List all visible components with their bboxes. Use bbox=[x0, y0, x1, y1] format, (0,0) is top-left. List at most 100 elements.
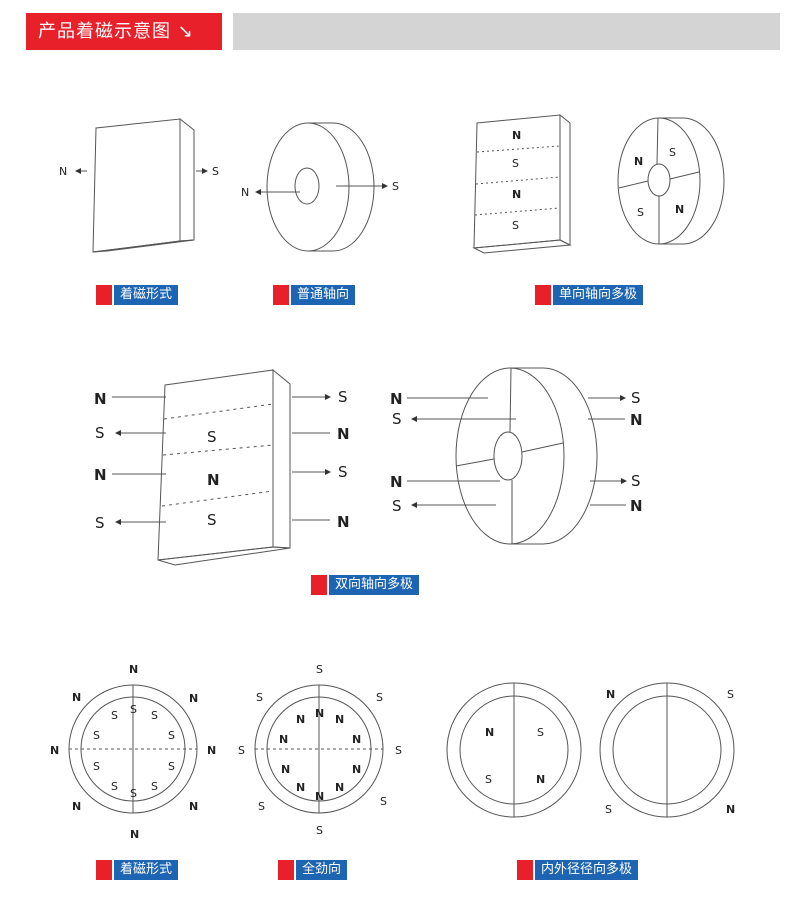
pole-label: N bbox=[485, 726, 494, 739]
block-multipole-figure bbox=[472, 113, 572, 254]
ring-axial-figure bbox=[255, 122, 388, 252]
caption-marker bbox=[96, 860, 112, 880]
pole-label: S bbox=[631, 472, 641, 490]
block-double-multipole-figure bbox=[112, 368, 331, 566]
pole-label: N bbox=[207, 744, 216, 757]
pole-label: N bbox=[352, 733, 361, 746]
pole-label: S bbox=[168, 760, 175, 773]
pole-label: S bbox=[512, 157, 519, 170]
caption-axial: 普通轴向 bbox=[273, 285, 356, 305]
pole-label: S bbox=[168, 729, 175, 742]
pole-label: S bbox=[207, 428, 217, 446]
caption-double-axial-multipole: 双向轴向多极 bbox=[311, 575, 420, 595]
pole-label: N bbox=[189, 692, 198, 705]
pole-label: N bbox=[536, 773, 545, 786]
pole-label: N bbox=[129, 663, 138, 676]
pole-label: S bbox=[338, 388, 348, 406]
pole-label: S bbox=[95, 424, 105, 442]
pole-label: S bbox=[258, 800, 265, 813]
pole-label: S bbox=[637, 206, 644, 219]
ring-double-multipole-figure bbox=[407, 367, 627, 545]
pole-label: S bbox=[338, 463, 348, 481]
pole-label: S bbox=[238, 744, 245, 757]
caption-magnetization-form: 着磁形式 bbox=[96, 285, 179, 305]
pole-label: N bbox=[72, 691, 81, 704]
caption-marker bbox=[273, 285, 289, 305]
pole-label: N bbox=[94, 466, 107, 484]
header-bar bbox=[233, 13, 780, 50]
pole-label: S bbox=[380, 795, 387, 808]
pole-label: S bbox=[151, 709, 158, 722]
pole-label: N bbox=[59, 165, 67, 178]
pole-label: S bbox=[316, 663, 323, 676]
pole-label: S bbox=[111, 709, 118, 722]
pole-label: S bbox=[93, 760, 100, 773]
pole-label: S bbox=[395, 744, 402, 757]
radial-ring-figure-2 bbox=[254, 684, 384, 814]
pole-label: N bbox=[315, 790, 324, 803]
pole-label: N bbox=[512, 129, 521, 142]
pole-label: S bbox=[207, 511, 217, 529]
pole-label: N bbox=[726, 803, 735, 816]
pole-label: N bbox=[634, 155, 643, 168]
caption-inner-outer-radial-multipole: 内外径径向多极 bbox=[517, 860, 639, 880]
pole-label: N bbox=[207, 471, 220, 489]
pole-label: N bbox=[352, 763, 361, 776]
block-axial-figure bbox=[75, 117, 208, 253]
pole-label: N bbox=[281, 763, 290, 776]
pole-label: N bbox=[390, 473, 403, 491]
pole-label: N bbox=[94, 390, 107, 408]
pole-label: S bbox=[605, 803, 612, 816]
caption-full-radial: 全劲向 bbox=[278, 860, 348, 880]
pole-label: S bbox=[316, 824, 323, 837]
caption-marker bbox=[311, 575, 327, 595]
caption-marker bbox=[517, 860, 533, 880]
pole-label: N bbox=[675, 203, 684, 216]
pole-label: S bbox=[727, 688, 734, 701]
pole-label: N bbox=[279, 733, 288, 746]
pole-label: S bbox=[376, 691, 383, 704]
pole-label: N bbox=[337, 425, 350, 443]
radial-ring-figure-4 bbox=[599, 682, 735, 818]
pole-label: N bbox=[606, 688, 615, 701]
pole-label: S bbox=[485, 773, 492, 786]
pole-label: S bbox=[151, 780, 158, 793]
pole-label: S bbox=[130, 703, 137, 716]
pole-label: N bbox=[335, 781, 344, 794]
pole-label: N bbox=[296, 713, 305, 726]
radial-ring-figure-3 bbox=[446, 682, 582, 818]
caption-single-axial-multipole: 单向轴向多极 bbox=[535, 285, 644, 305]
pole-label: S bbox=[669, 146, 676, 159]
pole-label: N bbox=[241, 186, 249, 199]
pole-label: N bbox=[72, 800, 81, 813]
pole-label: S bbox=[392, 497, 402, 515]
pole-label: S bbox=[212, 165, 219, 178]
pole-label: N bbox=[315, 707, 324, 720]
pole-label: S bbox=[512, 219, 519, 232]
ring-multipole-figure bbox=[617, 117, 725, 245]
caption-marker bbox=[535, 285, 551, 305]
pole-label: S bbox=[111, 780, 118, 793]
pole-label: S bbox=[93, 729, 100, 742]
pole-label: N bbox=[630, 497, 643, 515]
pole-label: N bbox=[335, 713, 344, 726]
pole-label: S bbox=[392, 180, 399, 193]
caption-marker bbox=[278, 860, 294, 880]
pole-label: N bbox=[50, 744, 59, 757]
pole-label: S bbox=[537, 726, 544, 739]
pole-label: N bbox=[512, 188, 521, 201]
pole-label: S bbox=[95, 514, 105, 532]
pole-label: S bbox=[392, 410, 402, 428]
caption-magnetization-form-2: 着磁形式 bbox=[96, 860, 179, 880]
pole-label: N bbox=[296, 781, 305, 794]
pole-label: S bbox=[256, 691, 263, 704]
pole-label: N bbox=[130, 828, 139, 841]
pole-label: N bbox=[189, 800, 198, 813]
pole-label: N bbox=[630, 411, 643, 429]
pole-label: S bbox=[631, 389, 641, 407]
pole-label: S bbox=[130, 787, 137, 800]
caption-marker bbox=[96, 285, 112, 305]
pole-label: N bbox=[337, 513, 350, 531]
radial-ring-figure-1 bbox=[68, 684, 198, 814]
